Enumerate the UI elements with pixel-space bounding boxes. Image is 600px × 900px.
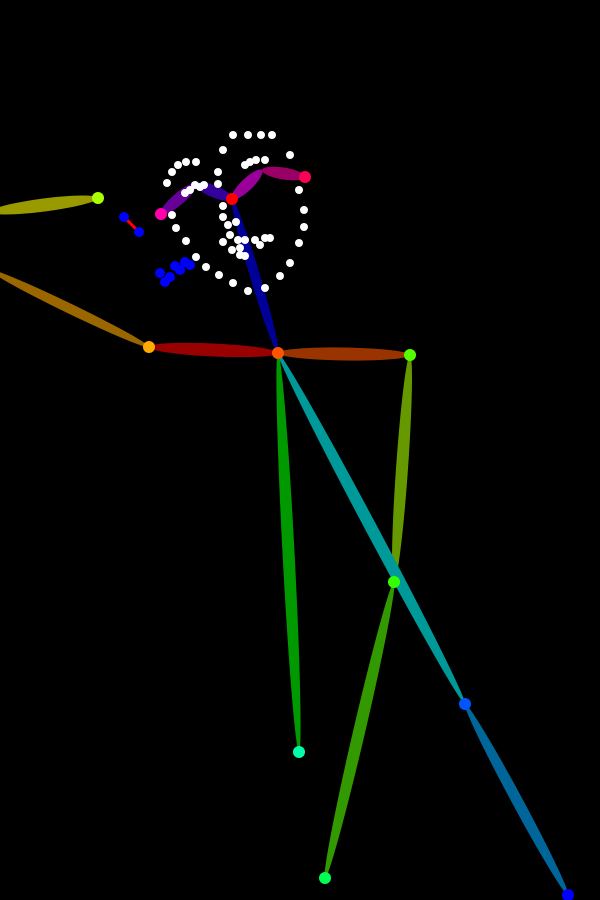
joint-right-hip (293, 746, 305, 758)
joint-right-shoulder (143, 341, 155, 353)
face-keypoint (266, 234, 274, 242)
joint-right-wrist (92, 192, 104, 204)
face-keypoint (241, 252, 249, 260)
limb-left-upper-arm (392, 354, 412, 583)
face-keypoint (241, 236, 249, 244)
joint-neck (272, 347, 284, 359)
face-keypoint (256, 241, 264, 249)
joint-nose (226, 193, 238, 205)
face-keypoint (192, 158, 200, 166)
face-keypoint (214, 180, 222, 188)
joint-left-shoulder (404, 349, 416, 361)
face-keypoint (300, 206, 308, 214)
face-keypoint (172, 224, 180, 232)
face-keypoint (295, 186, 303, 194)
joint-left-elbow (388, 576, 400, 588)
face-keypoint (244, 131, 252, 139)
limb-neck-right-shoulder (148, 342, 279, 358)
face-keypoint (182, 158, 190, 166)
face-keypoint (168, 211, 176, 219)
limb-left-forearm (324, 581, 395, 879)
face-keypoint (168, 168, 176, 176)
limb-nose-right-eye (231, 169, 263, 200)
hand-keypoint (185, 260, 195, 270)
limbs-layer (0, 166, 569, 896)
face-keypoint (236, 244, 244, 252)
face-keypoint (229, 131, 237, 139)
face-keypoint (300, 223, 308, 231)
joint-left-ankle (562, 889, 574, 900)
joint-left-knee (459, 698, 471, 710)
face-keypoint (268, 131, 276, 139)
hand-keypoint (175, 265, 185, 275)
face-keypoint (261, 156, 269, 164)
face-keypoint (286, 151, 294, 159)
face-keypoint (228, 246, 236, 254)
face-keypoint (219, 146, 227, 154)
face-keypoint (196, 183, 204, 191)
face-keypoint (224, 221, 232, 229)
face-keypoint (202, 263, 210, 271)
face-keypoint (219, 238, 227, 246)
joint-right-ear (299, 171, 311, 183)
limb-left-hip-line (277, 352, 466, 705)
face-keypoint (182, 237, 190, 245)
hand-keypoint (119, 212, 129, 222)
limb-right-eye-ear (261, 166, 306, 181)
face-keypoint (181, 189, 189, 197)
hand-keypoints-layer (119, 212, 195, 287)
face-keypoint (229, 279, 237, 287)
face-keypoint (286, 259, 294, 267)
face-keypoint (232, 218, 240, 226)
joint-left-wrist (319, 872, 331, 884)
limb-right-forearm (0, 195, 99, 215)
face-keypoint (163, 179, 171, 187)
limb-right-upper-arm (0, 269, 150, 348)
face-keypoint (257, 131, 265, 139)
face-keypoint (261, 284, 269, 292)
face-keypoint (214, 168, 222, 176)
face-keypoint (192, 253, 200, 261)
face-keypoint (174, 161, 182, 169)
face-keypoint (226, 231, 234, 239)
face-keypoint (251, 236, 259, 244)
face-keypoint (295, 239, 303, 247)
limb-neck-left-shoulder (277, 347, 411, 361)
face-keypoint (234, 236, 242, 244)
face-keypoints-layer (163, 131, 308, 295)
joint-left-ear (155, 208, 167, 220)
limb-left-lower-leg (464, 703, 569, 896)
hand-keypoint (165, 272, 175, 282)
limb-right-hip-line (276, 352, 301, 753)
face-keypoint (244, 287, 252, 295)
face-keypoint (246, 158, 254, 166)
hand-keypoint (155, 268, 165, 278)
hand-keypoint (134, 227, 144, 237)
joints-layer (92, 171, 574, 900)
face-keypoint (276, 272, 284, 280)
face-keypoint (215, 271, 223, 279)
face-keypoint (219, 202, 227, 210)
face-keypoint (219, 213, 227, 221)
